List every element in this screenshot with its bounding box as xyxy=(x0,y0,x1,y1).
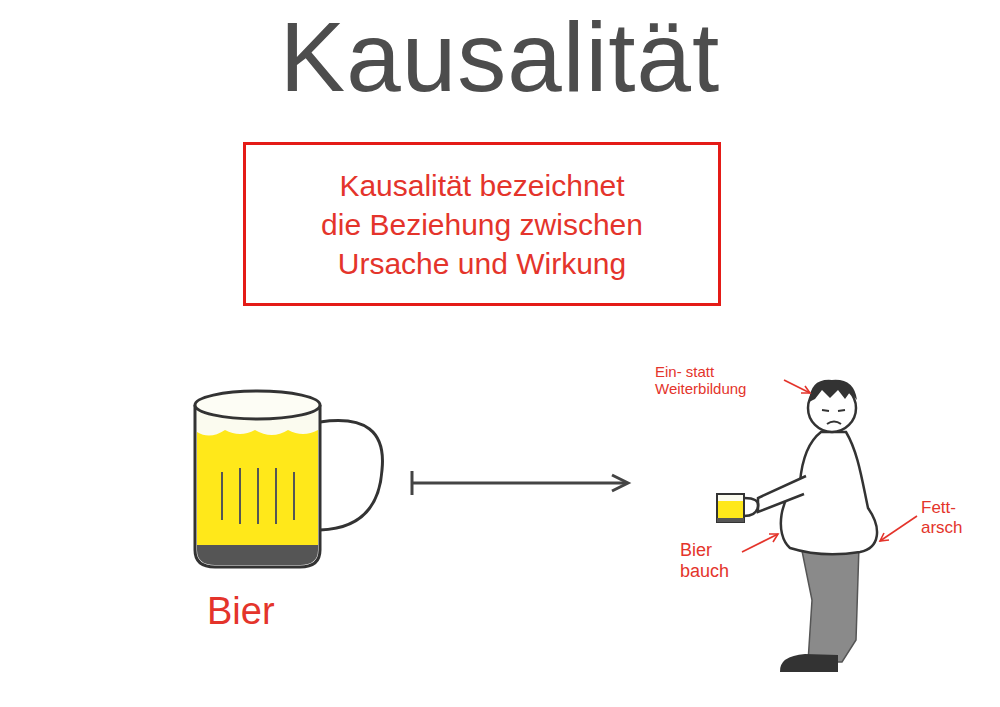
beer-mug xyxy=(195,391,382,567)
mug-base xyxy=(197,545,318,565)
arm xyxy=(758,476,806,512)
shoe xyxy=(780,654,838,672)
small-mug-foam xyxy=(718,495,743,501)
small-mug-base xyxy=(717,518,744,522)
mug-label: Bier xyxy=(207,590,297,634)
definition-box: Kausalität bezeichnet die Beziehung zwis… xyxy=(243,142,721,306)
callout-label: Bier bauch xyxy=(680,540,730,581)
mug-ridge xyxy=(275,468,277,524)
leader-arrows xyxy=(742,380,917,552)
mug-ridge xyxy=(257,468,259,524)
definition-text: Kausalität bezeichnet die Beziehung zwis… xyxy=(317,166,647,283)
mug-ridge xyxy=(221,472,223,520)
leader-head xyxy=(801,386,810,393)
mug-ridge xyxy=(239,468,241,524)
man-figure xyxy=(717,380,877,672)
eye xyxy=(838,410,845,411)
mug-handle xyxy=(320,421,382,530)
leader-line xyxy=(880,516,917,541)
mug-outline xyxy=(195,405,320,567)
small-mug-handle xyxy=(744,498,758,516)
eye xyxy=(822,410,829,411)
callout-label: Ein- statt Weiterbildung xyxy=(655,363,777,398)
hair xyxy=(809,380,857,402)
leader-head xyxy=(880,533,889,541)
callout-label: Fett- arsch xyxy=(921,498,969,537)
maps-to-arrow xyxy=(412,471,628,495)
leader-line xyxy=(769,534,778,542)
leader-line xyxy=(784,380,810,393)
mouth xyxy=(827,422,841,425)
small-mug xyxy=(717,494,744,522)
beer-fill xyxy=(197,425,318,545)
mug-ridges xyxy=(222,468,294,524)
leader-line xyxy=(742,534,778,552)
arrow-head xyxy=(612,475,628,491)
trousers xyxy=(801,546,859,662)
mug-rim xyxy=(195,391,320,419)
mug-ridge xyxy=(293,472,295,520)
page-title: Kausalität xyxy=(0,4,1000,112)
arrow-shaft xyxy=(412,482,627,485)
